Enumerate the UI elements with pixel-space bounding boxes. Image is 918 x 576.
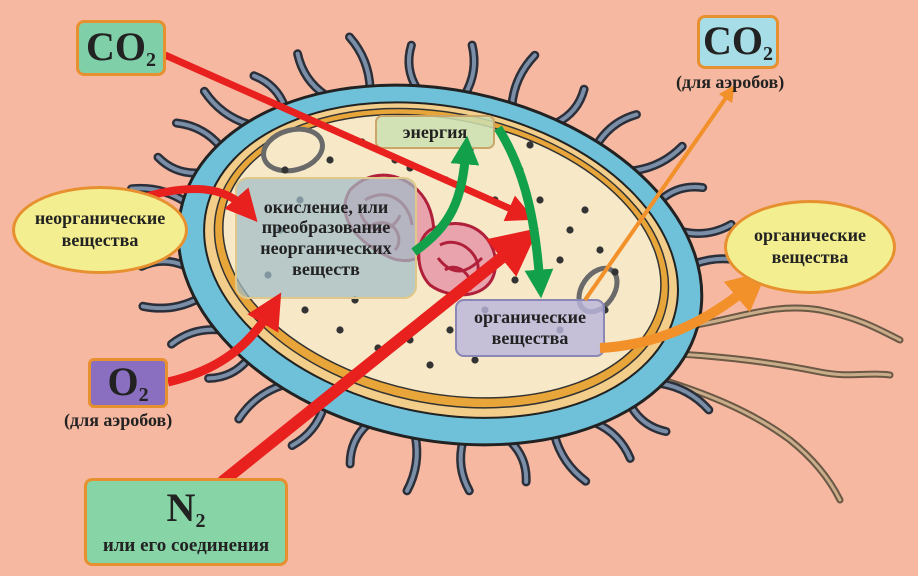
organic-substances-inside-label: органические вещества <box>473 307 586 348</box>
o2-note: (для аэробов) <box>64 410 173 430</box>
arrow-n2-in <box>218 227 539 487</box>
energy-label: энергия <box>402 121 468 142</box>
organic-substances-output-ellipse: органические вещества <box>724 200 896 294</box>
co2-output-note: (для аэробов) <box>676 72 785 92</box>
arrow-co2-out <box>583 85 735 302</box>
co2-input-box: CO2 <box>76 20 166 76</box>
co2-input-formula: CO2 <box>86 23 156 71</box>
o2-formula: O2 <box>107 358 149 406</box>
inorganic-substances-ellipse: неорганические вещества <box>12 186 188 274</box>
organic-in-box <box>455 299 605 357</box>
organic-substances-output-label: органические вещества <box>753 225 866 267</box>
arrows <box>146 51 768 487</box>
arrow-energy-down <box>494 125 554 299</box>
arrow-inorganic-in <box>146 185 258 223</box>
o2-box: O2 <box>88 358 168 408</box>
arrow-energy-up <box>411 135 480 256</box>
oxidation-box <box>235 177 417 299</box>
arrow-o2-in <box>166 292 282 387</box>
inorganic-substances-label: неорганические вещества <box>34 208 166 250</box>
co2-output-formula: CO2 <box>703 17 773 65</box>
arrow-organic-out <box>599 270 768 353</box>
oxidation-label: окисление, или преобразование неорганиче… <box>260 196 392 279</box>
co2-output-box: CO2 <box>697 15 779 69</box>
n2-formula: N2 <box>166 484 206 532</box>
n2-note: или его соединения <box>102 534 270 556</box>
n2-box: N2 или его соединения <box>84 478 288 566</box>
